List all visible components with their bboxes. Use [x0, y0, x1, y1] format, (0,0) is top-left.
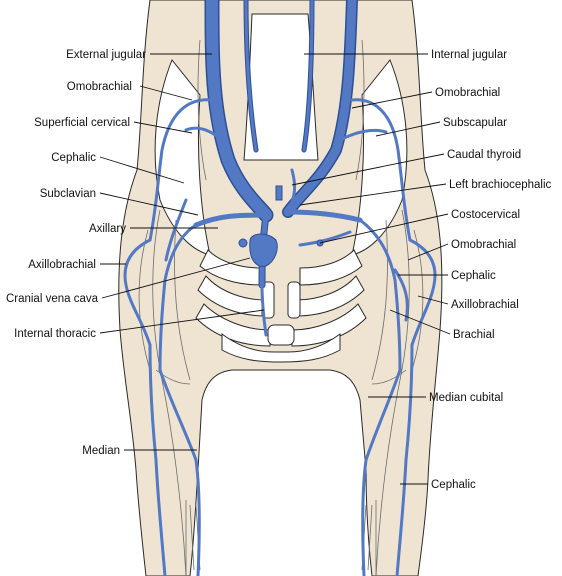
subclavian-left-vein	[193, 212, 269, 228]
label-internal-thoracic: Internal thoracic	[14, 328, 96, 340]
label-omobrachial-left: Omobrachial	[67, 81, 132, 93]
subscapular-vein	[338, 128, 388, 142]
label-internal-jugular: Internal jugular	[431, 49, 507, 61]
labels-left: External jugular Omobrachial Superficial…	[6, 49, 146, 457]
label-axillobrachial-left: Axillobrachial	[28, 259, 96, 271]
label-omobrachial-right-upper: Omobrachial	[435, 87, 500, 99]
rib-3-right	[291, 303, 367, 347]
scapulae	[154, 59, 408, 256]
label-left-brachiocephalic: Left brachiocephalic	[449, 179, 552, 191]
caudal-thyroid-stub	[275, 185, 283, 201]
axillobrachial-left-vein	[123, 238, 152, 347]
vena-cava-junction	[249, 233, 278, 267]
label-median: Median	[82, 445, 120, 457]
cephalic-left-forearm-vein	[148, 343, 167, 576]
cephalic-left-upper-vein	[164, 198, 188, 262]
omobrachial-right-vein	[350, 98, 412, 242]
label-cranial-vena-cava: Cranial vena cava	[6, 293, 99, 305]
label-median-cubital: Median cubital	[429, 392, 503, 404]
label-axillary: Axillary	[89, 223, 126, 235]
label-omobrachial-right-lower: Omobrachial	[451, 239, 516, 251]
labels-right: Internal jugular Omobrachial Subscapular…	[429, 49, 552, 491]
left-brachiocephalic-vein	[285, 209, 363, 223]
label-superficial-cervical: Superficial cervical	[34, 117, 130, 129]
sternum-base	[221, 333, 341, 363]
axillobrachial-right-vein	[408, 238, 437, 347]
label-cephalic-left: Cephalic	[51, 152, 96, 164]
scapula-left	[154, 59, 211, 256]
leader-lines	[99, 53, 451, 485]
scapula-right	[351, 59, 408, 256]
label-subclavian: Subclavian	[40, 188, 96, 200]
great-vessels	[238, 185, 324, 267]
label-cephalic-right: Cephalic	[451, 270, 496, 282]
external-jugular-left-vein	[206, 0, 272, 221]
rib-3-left	[195, 303, 271, 347]
caudal-thyroid-vein	[286, 168, 297, 214]
cephalic-right-upper-vein	[393, 268, 409, 322]
external-jugular-right-vein	[283, 0, 357, 217]
cephalic-right-forearm-vein	[395, 343, 414, 576]
median-left-vein	[158, 368, 201, 576]
axillary-left-vein	[158, 223, 198, 372]
label-costocervical: Costocervical	[451, 209, 520, 221]
label-external-jugular: External jugular	[66, 49, 146, 61]
brachial-right-vein	[358, 218, 402, 372]
label-subscapular: Subscapular	[443, 117, 507, 129]
median-cubital-right-vein	[361, 368, 402, 576]
superficial-cervical-vein	[184, 126, 224, 142]
label-axillobrachial-right: Axillobrachial	[451, 299, 519, 311]
label-brachial: Brachial	[453, 329, 495, 341]
omobrachial-left-vein	[148, 98, 214, 242]
xiphoid	[267, 324, 295, 346]
internal-jugular-right-vein	[302, 0, 314, 152]
veins	[123, 0, 437, 576]
costocervical-vein	[298, 230, 352, 247]
vessel-stub-left	[238, 238, 248, 248]
internal-jugular-left-vein	[244, 0, 258, 152]
label-caudal-thyroid: Caudal thyroid	[447, 149, 521, 161]
label-cephalic-right-forearm: Cephalic	[431, 479, 476, 491]
thorax	[195, 249, 367, 363]
sternebra-right	[287, 281, 301, 319]
